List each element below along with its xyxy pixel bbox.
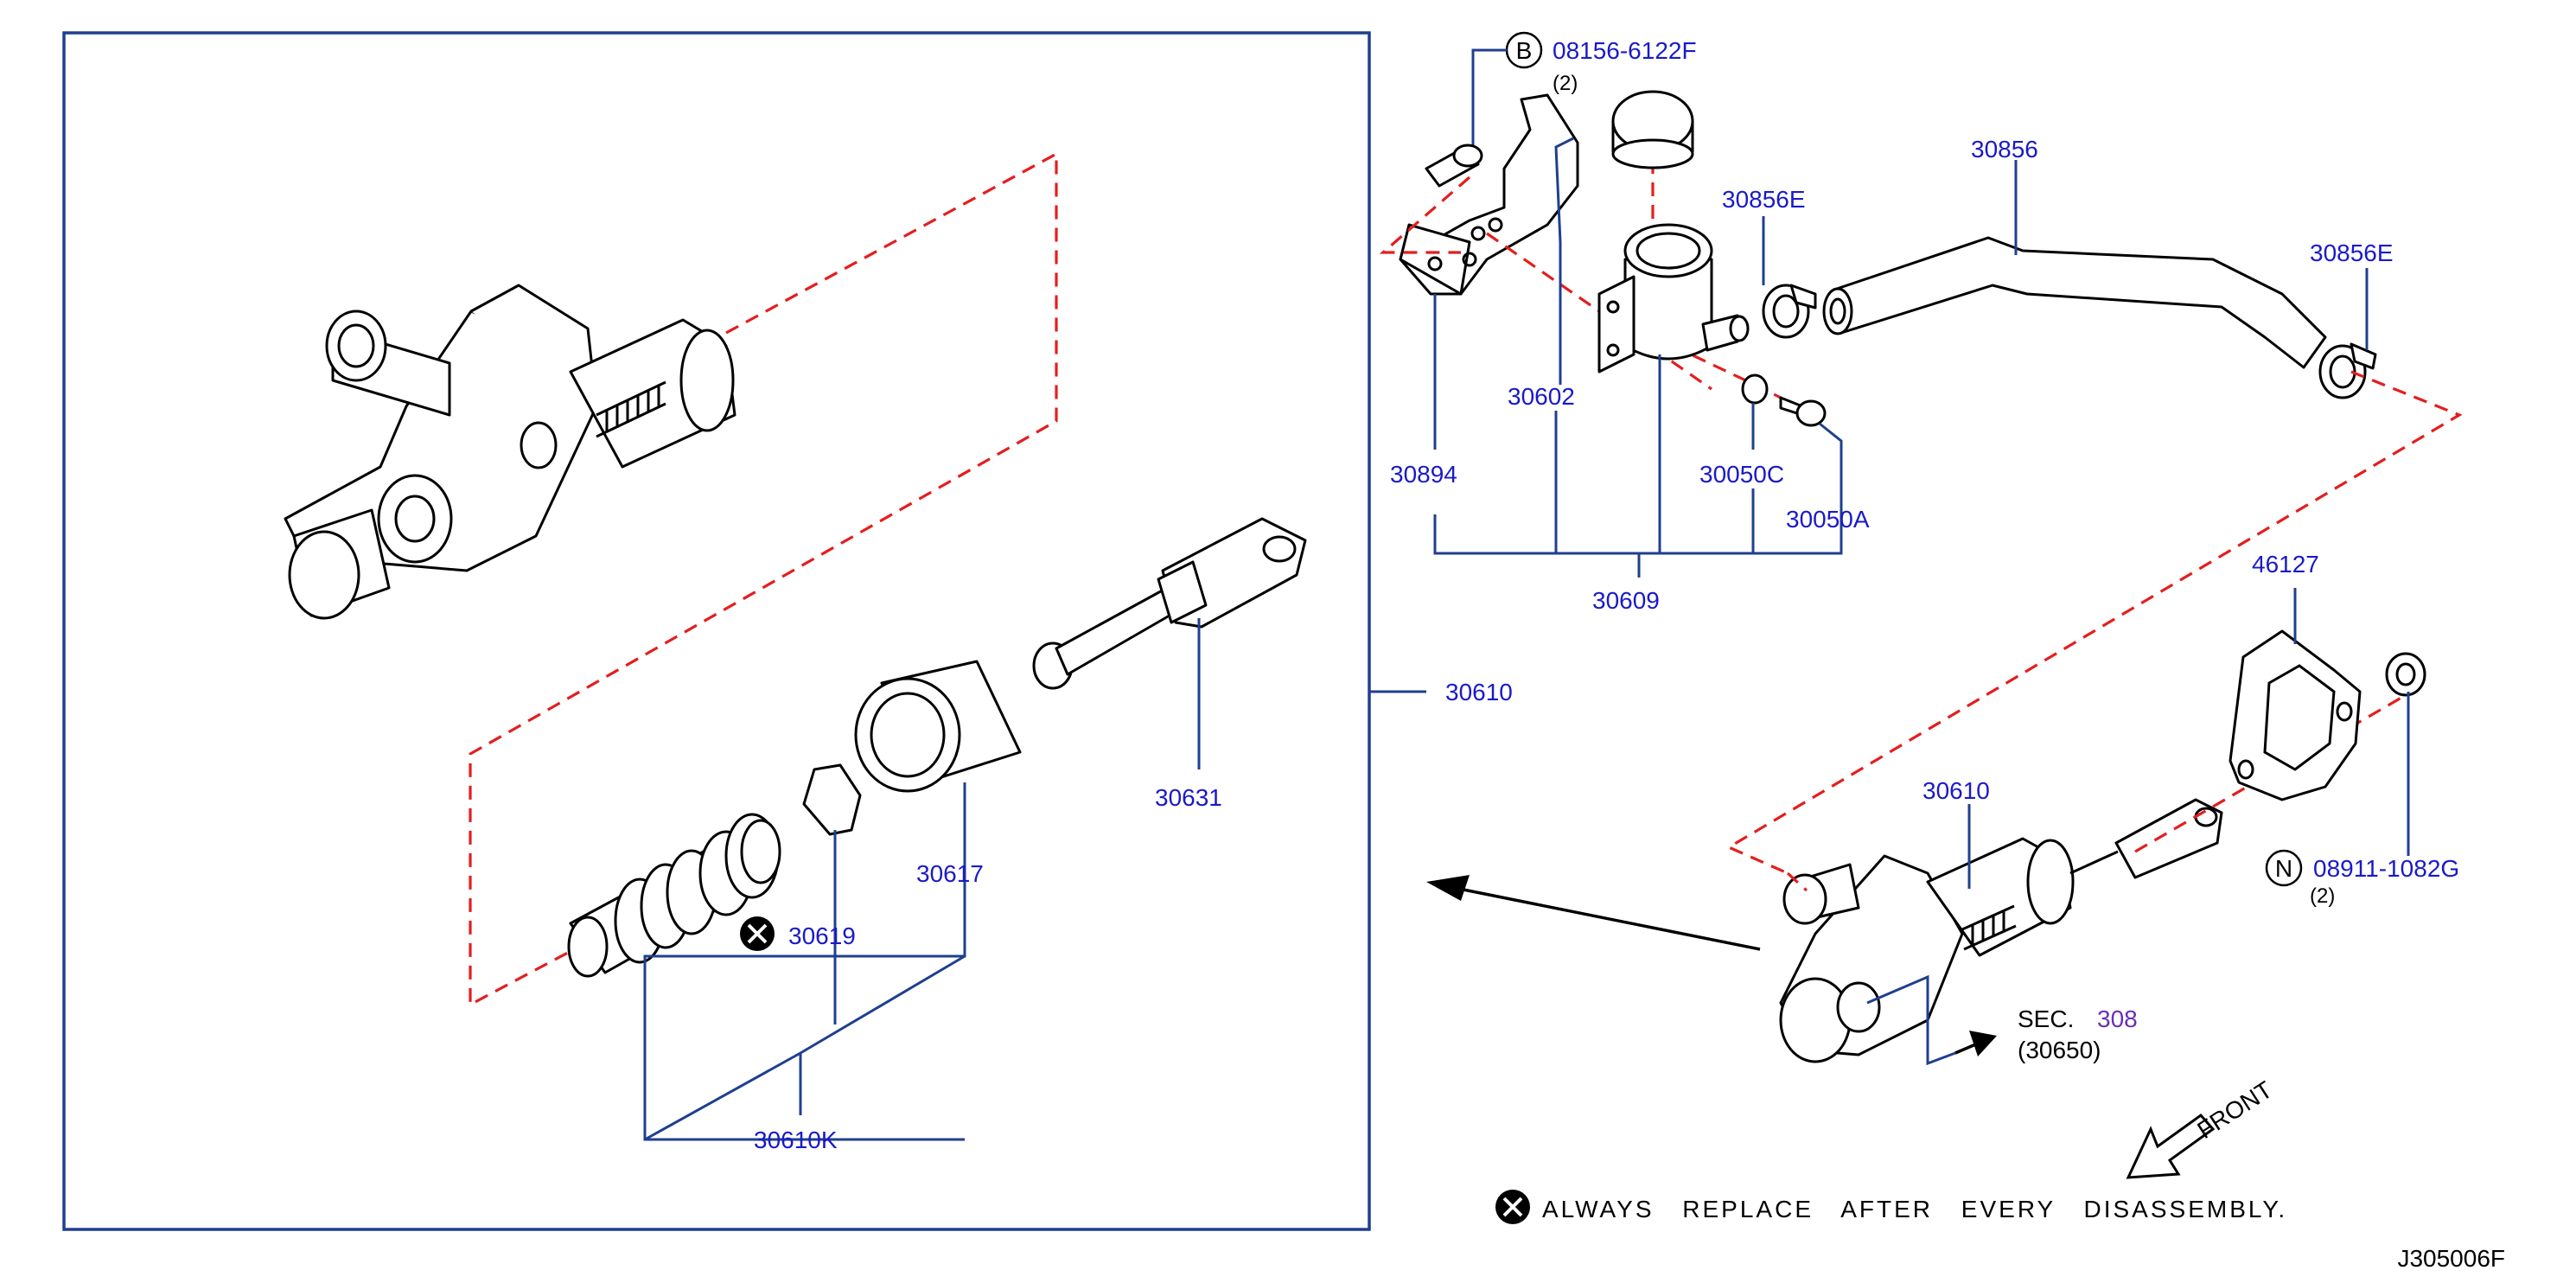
front-label: FRONT — [2192, 1076, 2277, 1145]
diagram-id: J305006F — [2397, 1245, 2505, 1272]
reservoir-tank — [1597, 223, 1750, 373]
sleeve — [854, 660, 1022, 793]
mount-nut — [2385, 652, 2426, 697]
sec-direction-arrow — [1954, 1031, 1997, 1056]
label-30610-asm: 30610 — [1922, 777, 1990, 804]
assembled-master-cylinder — [1779, 798, 2223, 1063]
hose-clamp-2 — [2318, 342, 2377, 399]
leader-30610k-join — [644, 954, 966, 1141]
dash-hose-to-cylinder — [1725, 370, 2463, 875]
label-30894: 30894 — [1390, 461, 1457, 488]
label-08156-6122f: 08156-6122F — [1553, 37, 1697, 64]
alignment-dashed-line — [469, 151, 1058, 1007]
bracket-bolt — [1425, 144, 1483, 188]
label-30617: 30617 — [916, 860, 984, 887]
label-30631: 30631 — [1155, 784, 1222, 811]
label-08911-1082g: 08911-1082G — [2313, 855, 2459, 882]
callout-n-symbol: N — [2275, 855, 2292, 882]
exploded-view-frame — [62, 31, 1371, 1231]
hose-clamp-1 — [1762, 284, 1817, 339]
label-30619: 30619 — [788, 922, 856, 949]
replace-note-icon — [1495, 1190, 1530, 1224]
sec-prefix: SEC. — [2018, 1005, 2074, 1032]
piston-assembly — [567, 813, 781, 978]
callout-b-symbol: B — [1516, 37, 1533, 64]
master-cylinder-body — [284, 284, 736, 620]
washer — [1741, 373, 1769, 405]
label-30050a: 30050A — [1786, 506, 1870, 533]
reservoir-cap — [1611, 90, 1694, 169]
label-30610-box: 30610 — [1445, 679, 1513, 705]
leader-sec-308 — [1866, 974, 1956, 1066]
seal-ring — [802, 763, 862, 836]
label-30610k: 30610K — [754, 1127, 838, 1153]
callout-b: B 08156-6122F (2) — [1505, 31, 1697, 95]
label-46127: 46127 — [2252, 551, 2319, 578]
label-30856: 30856 — [1971, 136, 2038, 163]
label-30856e-b: 30856E — [2310, 239, 2394, 266]
dash-assembled-port — [1786, 871, 1808, 892]
reservoir-bracket — [1399, 93, 1579, 296]
leader-30617 — [643, 782, 966, 1141]
leader-30050a — [1819, 422, 1843, 463]
sec-number: 308 — [2097, 1005, 2138, 1032]
callout-n: N 08911-1082G (2) — [2265, 849, 2459, 908]
leader-bolt-b — [1471, 48, 1507, 147]
reservoir-bolt — [1779, 396, 1827, 427]
gasket — [2228, 629, 2362, 801]
label-30050c: 30050C — [1699, 461, 1784, 488]
dash-bolt-bracket — [1379, 176, 1471, 254]
qty-08156-6122f: (2) — [1553, 72, 1578, 95]
reservoir-hose — [1822, 236, 2327, 369]
assembly-pointer-arrow — [1426, 875, 1761, 951]
leader-30602-a — [1554, 137, 1574, 385]
push-rod-clevis — [1032, 517, 1307, 690]
label-30856e-a: 30856E — [1722, 186, 1806, 213]
replace-note: ALWAYS REPLACE AFTER EVERY DISASSEMBLY. — [1542, 1196, 2287, 1222]
qty-08911-1082g: (2) — [2310, 884, 2335, 908]
replace-marker-icon — [740, 916, 775, 951]
front-arrow-icon — [2126, 1113, 2216, 1179]
label-30609: 30609 — [1592, 587, 1660, 614]
label-30602: 30602 — [1508, 383, 1575, 410]
sec-sub: (30650) — [2018, 1037, 2101, 1063]
